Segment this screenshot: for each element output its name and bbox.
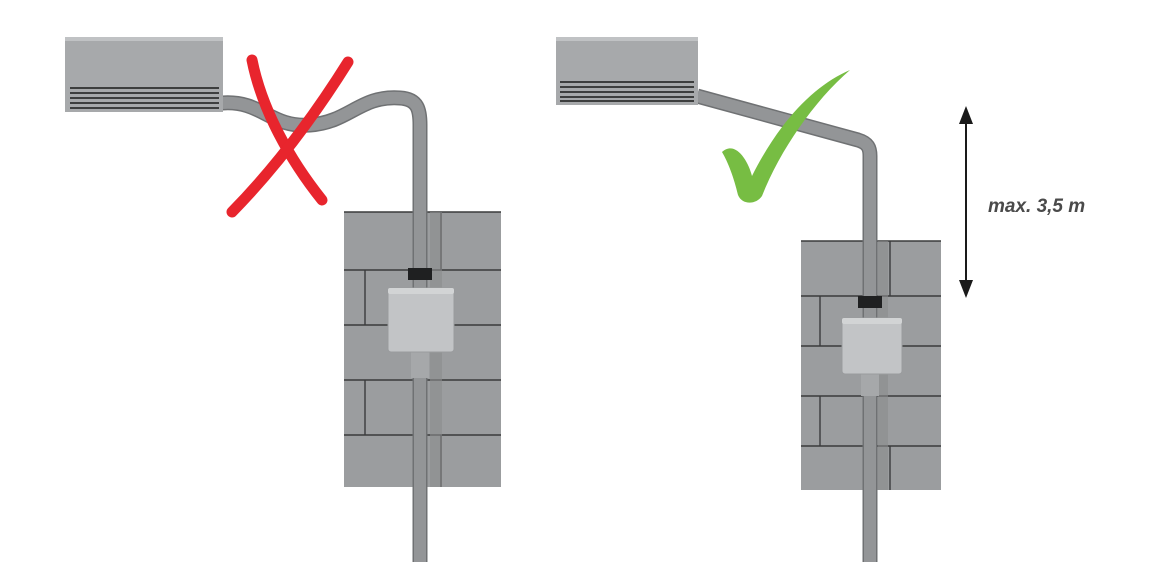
height-arrow-icon bbox=[959, 106, 973, 298]
junction-box bbox=[387, 287, 455, 353]
drain-pipe bbox=[695, 88, 882, 562]
indoor-unit bbox=[65, 37, 223, 112]
cross-icon bbox=[226, 54, 354, 218]
max-height-label: max. 3,5 m bbox=[988, 196, 1086, 217]
indoor-unit bbox=[556, 37, 698, 105]
junction-box bbox=[841, 317, 903, 375]
checkmark-icon bbox=[722, 70, 850, 203]
correct-example bbox=[556, 37, 973, 562]
incorrect-example bbox=[65, 37, 501, 562]
